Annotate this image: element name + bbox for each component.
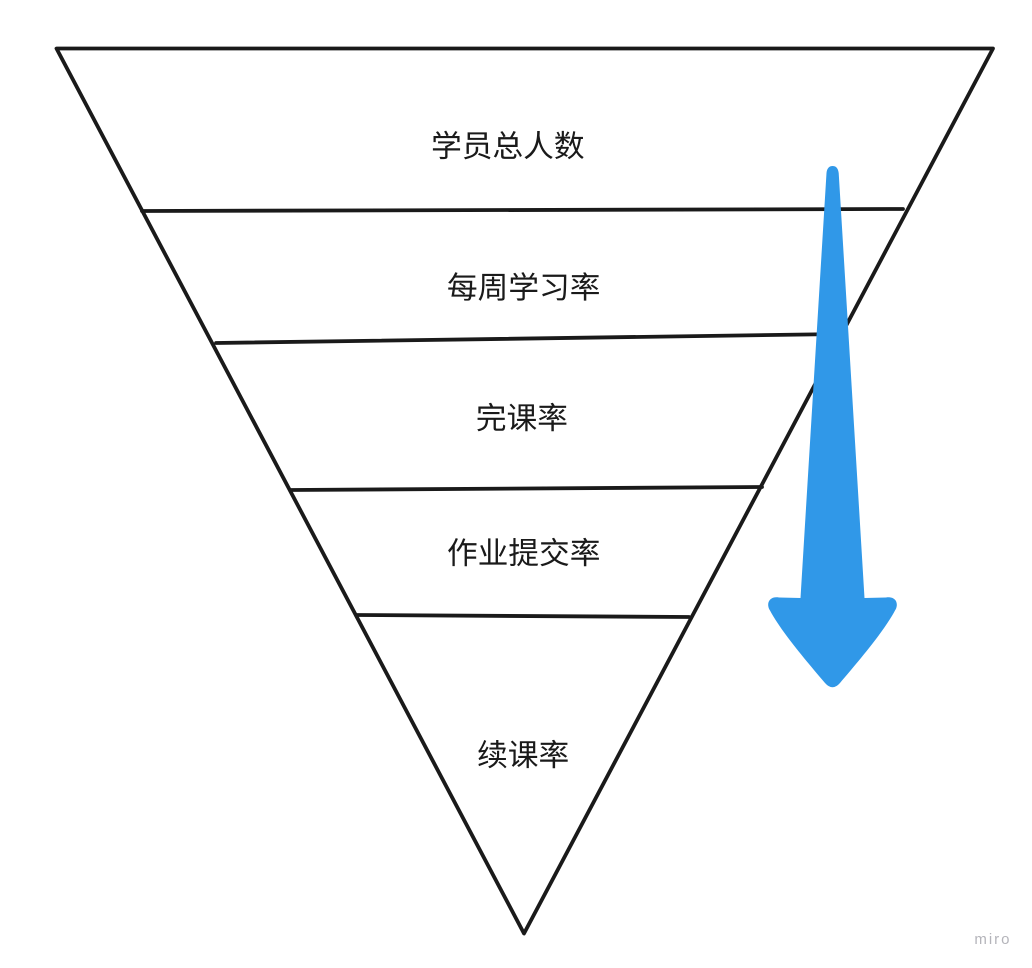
svg-text:miro: miro (974, 931, 1011, 948)
